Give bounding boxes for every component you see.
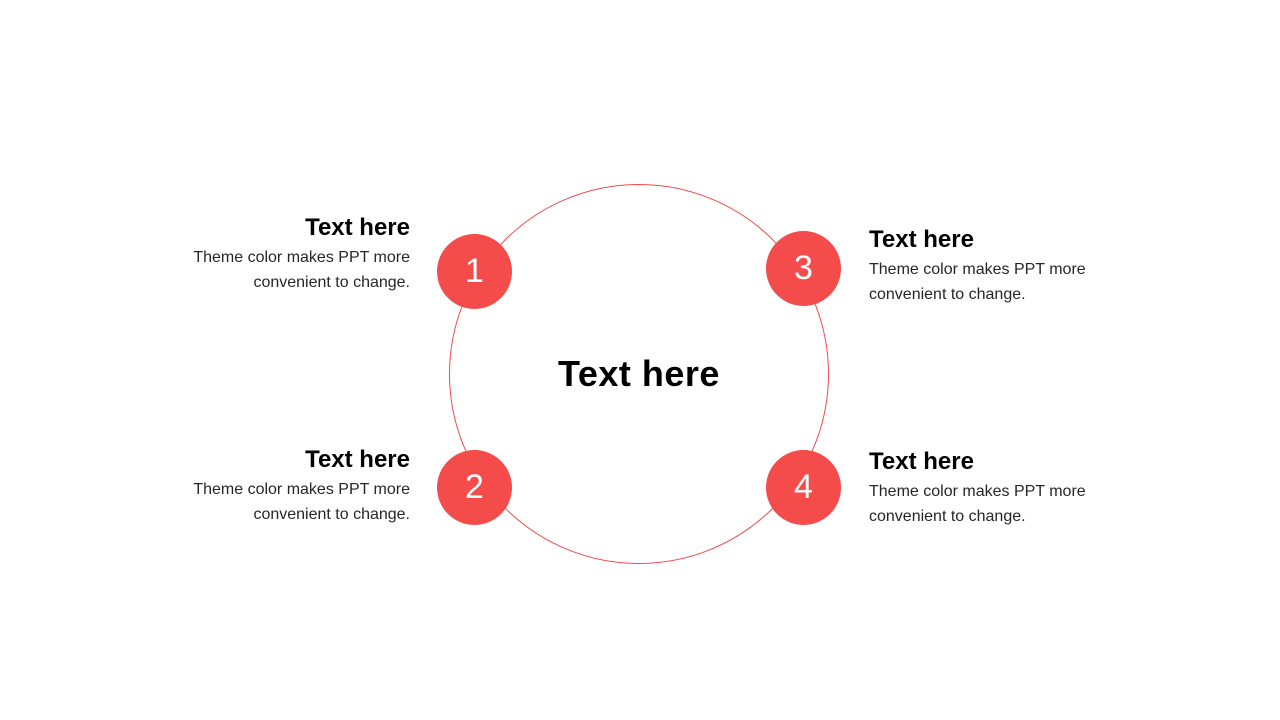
item-title-4: Text here — [869, 448, 974, 475]
item-description-2: Theme color makes PPT more convenient to… — [193, 481, 410, 523]
item-description-3: Theme color makes PPT more convenient to… — [869, 261, 1086, 303]
step-circle-1: 1 — [437, 234, 512, 309]
step-number-3: 3 — [794, 249, 813, 287]
main-circle-outline — [449, 184, 829, 564]
item-text-top-right: Text here Theme color makes PPT more con… — [869, 226, 1110, 307]
item-text-bottom-left: Text here Theme color makes PPT more con… — [169, 446, 410, 527]
step-number-2: 2 — [465, 468, 484, 506]
step-circle-2: 2 — [437, 450, 512, 525]
item-text-top-left: Text here Theme color makes PPT more con… — [169, 214, 410, 295]
item-title-2: Text here — [305, 446, 410, 473]
item-text-bottom-right: Text here Theme color makes PPT more con… — [869, 448, 1110, 529]
item-description-4: Theme color makes PPT more convenient to… — [869, 483, 1086, 525]
step-number-1: 1 — [465, 252, 484, 290]
step-number-4: 4 — [794, 468, 813, 506]
item-title-1: Text here — [305, 214, 410, 241]
step-circle-3: 3 — [766, 231, 841, 306]
item-title-3: Text here — [869, 226, 974, 253]
step-circle-4: 4 — [766, 450, 841, 525]
item-description-1: Theme color makes PPT more convenient to… — [193, 249, 410, 291]
center-title: Text here — [558, 353, 720, 394]
